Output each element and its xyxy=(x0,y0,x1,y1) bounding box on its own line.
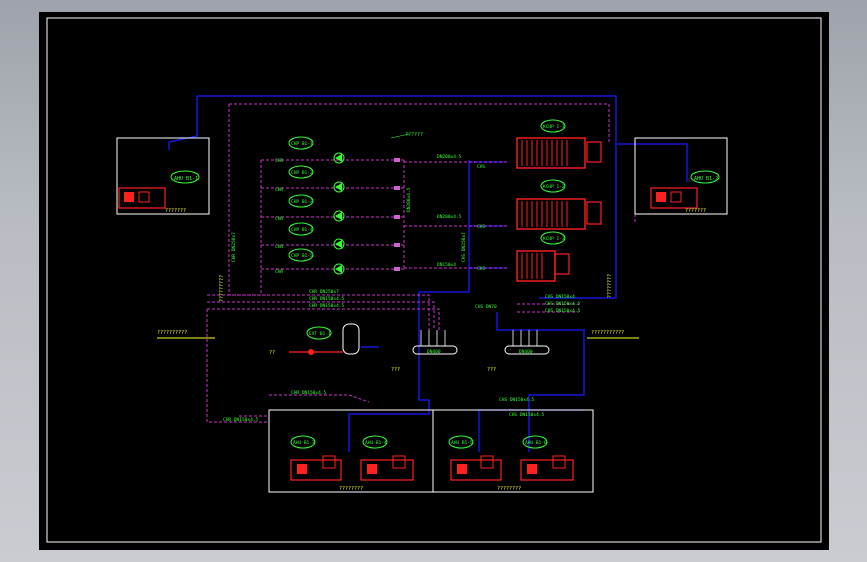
pump-group: CHP B1-1 CHR CHP B1-2 CHR CHP B1-3 CHR C… xyxy=(275,132,423,275)
expansion-tank-note: ?? xyxy=(269,350,275,356)
ahu-unit: AHU B1-3 xyxy=(290,435,342,481)
left-vertical-note: ????????? xyxy=(219,275,225,302)
ahu-unit: AHU B1-4 xyxy=(360,435,414,481)
svg-text:CHR: CHR xyxy=(275,244,283,250)
pump-tag: CHP B1-4 xyxy=(291,227,313,233)
chiller-unit: KCHP 1-3 CHS xyxy=(477,231,570,282)
manifold-left: DN400 ??? xyxy=(391,330,458,373)
bottom-note: ???????? xyxy=(497,486,521,492)
manifold-right: DN400 ??? xyxy=(487,330,550,373)
right-ahu-unit: AHU B1-2 ??????? xyxy=(650,170,720,214)
pump-tag: CHP B1-2 xyxy=(291,170,313,176)
svg-text:CHS: CHS xyxy=(477,224,485,230)
pump-icon xyxy=(333,238,345,250)
pump-row: CHP B1-2 CHR xyxy=(275,165,400,193)
ahu-unit: AHU B1-5 xyxy=(448,435,502,481)
svg-text:CHR: CHR xyxy=(275,187,283,193)
svg-text:CHR: CHR xyxy=(275,269,283,275)
ahu-tag: AHU B1-3 xyxy=(293,440,315,446)
return-main-label: CHR DN150x4.5 xyxy=(309,303,345,309)
left-leader-text: ?????????? xyxy=(157,330,187,336)
right-vertical-note: ???????? xyxy=(607,274,613,298)
chiller-tag: KCHP 1-3 xyxy=(543,236,565,242)
svg-text:CHR: CHR xyxy=(275,216,283,222)
pump-icon xyxy=(333,152,345,164)
chiller-unit: KCHP 1-1 CHS xyxy=(477,119,602,170)
drawing-canvas: AHU B1-1 ??????? AHU B1-2 ??????? CHP B1… xyxy=(39,12,829,550)
right-ahu-note: ??????? xyxy=(685,208,706,214)
supply-main-label: CHS DN150x4.5 xyxy=(545,308,581,314)
chiller-pipe-size: DN150x4 xyxy=(437,262,456,268)
chiller-unit: KCHP 1-2 CHS xyxy=(477,179,602,230)
svg-text:DN400: DN400 xyxy=(519,349,533,355)
return-piping xyxy=(206,103,636,452)
right-ahu-tag: AHU B1-2 xyxy=(694,176,718,182)
pump-tag: CHP B1-3 xyxy=(291,199,313,205)
ahu-tag: AHU B1-4 xyxy=(365,440,387,446)
bottom-return-label: CHR DN150x4.5 xyxy=(223,417,259,423)
svg-text:DN400: DN400 xyxy=(427,349,441,355)
left-ahu-tag: AHU B1-1 xyxy=(174,176,198,182)
ahu-tag: AHU B1-6 xyxy=(525,440,547,446)
chiller-pipe-size: DN200x4.5 xyxy=(437,214,462,220)
left-ahu-panel xyxy=(116,137,210,215)
ahu-tag: AHU B1-5 xyxy=(451,440,473,446)
pump-tag: CHP B1-5 xyxy=(291,253,313,259)
left-ahu-tag-bubble xyxy=(170,170,200,184)
manifold-note: ??? xyxy=(391,367,400,373)
left-ahu-note: ??????? xyxy=(165,208,186,214)
chiller-group: KCHP 1-1 CHS KCHP 1-2 xyxy=(477,119,602,282)
return-main-label: CHR DN150x4.5 xyxy=(309,296,345,302)
hvac-schematic: AHU B1-1 ??????? AHU B1-2 ??????? CHP B1… xyxy=(46,17,822,543)
right-ahu-panel xyxy=(634,137,728,215)
chiller-pipe-size: DN200x4.5 xyxy=(437,154,462,160)
ahu-unit: AHU B1-6 xyxy=(520,435,574,481)
expansion-tank: EXT B1-1 ?? xyxy=(269,323,360,356)
manifold-note: ??? xyxy=(487,367,496,373)
drawing-border xyxy=(46,17,822,543)
mid-pipe-label: CHS DN70 xyxy=(475,304,497,310)
bottom-note: ???????? xyxy=(339,486,363,492)
bottom-supply-label: CHS DN150x4.5 xyxy=(509,412,545,418)
pump-row: CHP B1-1 CHR xyxy=(275,136,400,164)
supply-main-label: CHS DN150x4 xyxy=(545,294,575,300)
svg-text:CHS: CHS xyxy=(477,164,485,170)
pump-note: ?????? xyxy=(405,132,423,138)
pump-row: CHP B1-3 CHR xyxy=(275,194,400,222)
pump-icon xyxy=(333,263,345,275)
supply-main-label: CHS DN150x4.5 xyxy=(545,301,581,307)
svg-text:CHR: CHR xyxy=(275,158,283,164)
bottom-panel-right xyxy=(432,409,594,493)
bottom-supply-label: CHS DN150x4.5 xyxy=(499,397,535,403)
pump-icon xyxy=(333,210,345,222)
expansion-tank-tag: EXT B1-1 xyxy=(309,331,331,337)
pump-row: CHP B1-4 CHR xyxy=(275,222,400,250)
return-main-label: CHR DN250x7 xyxy=(309,289,339,295)
bottom-return-label: CHR DN150x4.5 xyxy=(291,390,327,396)
pump-row: CHP B1-5 CHR xyxy=(275,248,400,275)
left-ahu-unit: AHU B1-1 ??????? xyxy=(118,170,200,214)
pump-icon xyxy=(333,181,345,193)
riser-label: DN200x4.5 xyxy=(406,187,412,212)
pump-tag: CHP B1-1 xyxy=(291,141,313,147)
vertical-return-label: CHR DN250x7 xyxy=(231,232,237,262)
vertical-supply-label: CHS DN250x7 xyxy=(461,232,467,262)
chiller-tag: KCHP 1-1 xyxy=(543,124,565,130)
chiller-tag: KCHP 1-2 xyxy=(543,184,565,190)
right-leader-text: ??????????? xyxy=(591,330,624,336)
svg-text:CHS: CHS xyxy=(477,266,485,272)
